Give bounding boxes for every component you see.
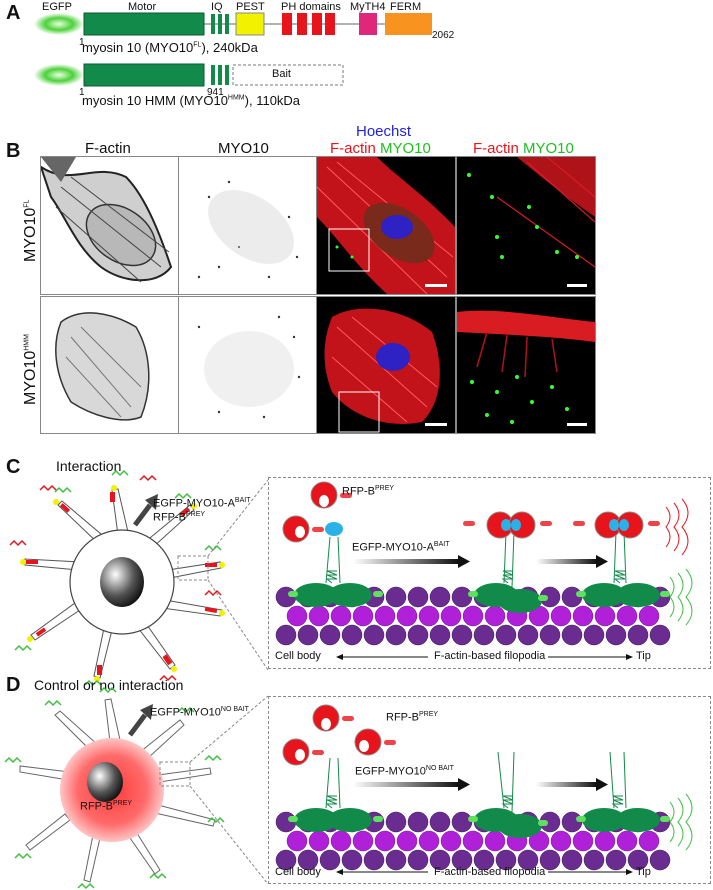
panel-d-label: D [6,674,21,696]
panel-d-molecular-diagram [275,704,693,875]
c-axis-mid: F-actin-based filopodia [434,650,546,662]
panel-d-title: Control or no interaction [34,677,184,693]
d-arrow-bait-label: EGFP-MYO10NO BAIT [150,706,249,719]
domain-diagram [34,12,432,87]
image-merge-hmm [316,296,456,434]
myth4-label: MyTH4 [350,1,386,13]
image-factin-fl [40,156,179,295]
col-hoechst-header: Hoechst [356,123,412,140]
progress-arrow-2-c [536,559,596,564]
nucleus-hmm [376,343,410,371]
construct-hmm-caption: myosin 10 HMM (MYO10HMM), 110kDa [82,93,301,108]
d-cell-prey-label: RFP-BPREY [80,800,133,813]
d-detail-prey-label: RFP-BPREY [386,711,439,724]
c-arrow-prey-label: RFP-BPREY [153,511,206,524]
cell-interaction-diagram [9,469,269,687]
panel-a-label: A [6,2,21,24]
progress-arrow-1-d [353,782,458,787]
col-factin-header: F-actin [85,140,131,157]
col-merge-header: F-actin MYO10 [330,140,431,157]
start-num-hmm: 1 [79,87,85,98]
panel-b-label: B [6,140,21,162]
myosin-motors-c [288,583,670,613]
image-myo10-hmm [178,296,317,434]
pest-label: PEST [236,1,265,13]
image-zoom-hmm [456,296,596,434]
end-num-hmm: 941 [207,87,224,98]
construct-fl-caption: myosin 10 (MYO10FL), 240kDa [82,40,258,55]
scale-bar-fl [425,284,447,287]
image-zoom-fl [456,156,596,295]
pest-domain [235,12,265,36]
myosin-motors-d [288,808,670,838]
ph-domains-label: PH domains [281,1,341,13]
ferm-label: FERM [390,1,422,13]
row-label-hmm: MYO10HMM [22,334,39,405]
c-detail-bait-label: EGFP-MYO10-ABAIT [352,541,450,554]
panel-c-detail-box [268,477,711,669]
col-myo10-header: MYO10 [218,140,269,157]
scale-bar-hmm [425,423,447,426]
d-detail-bait-label: EGFP-MYO10NO BAIT [355,765,454,778]
d-axis-mid: F-actin-based filopodia [434,866,546,878]
d-axis-right: Tip [636,866,651,878]
zoom-box-hmm [338,391,380,433]
d-axis-left: Cell body [275,866,321,878]
panel-c-molecular-diagram [275,481,693,660]
scale-bar-zoom-fl [567,284,587,287]
nucleus-fl [381,215,413,239]
c-axis-right: Tip [636,650,651,662]
panel-c-title: Interaction [56,458,122,474]
egfp-label: EGFP [42,1,72,13]
iq-label: IQ [211,1,223,13]
panel-c-label: C [6,456,21,478]
col-zoom-header: F-actin MYO10 [473,140,574,157]
egfp-glow-fl [34,13,84,35]
progress-arrow-1-c [353,559,458,564]
motor-label: Motor [128,1,157,13]
cell-nucleus-c [100,557,144,607]
c-axis-left: Cell body [275,650,321,662]
myth4-domain [359,13,377,35]
c-arrow-bait-label: EGFP-MYO10-ABAIT [153,497,251,510]
cell-control-diagram [4,686,269,890]
bait-label: Bait [272,68,291,80]
zoom-box-fl [328,228,370,272]
motor-domain-fl [83,12,205,36]
image-merge-fl [316,156,456,295]
row-label-fl: MYO10FL [22,199,39,262]
scale-bar-zoom-hmm [567,423,587,426]
image-factin-hmm [40,296,179,434]
end-num-fl: 2062 [432,30,455,41]
ferm-domain [385,13,432,35]
start-num-fl: 1 [79,37,85,48]
egfp-glow-hmm [34,64,84,86]
cell-nucleus-d [87,762,123,802]
progress-arrow-2-d [536,782,596,787]
image-myo10-fl [178,156,317,295]
c-detail-prey-label: RFP-BPREY [342,485,395,498]
motor-domain-hmm [83,63,205,87]
bait-box [232,64,344,86]
